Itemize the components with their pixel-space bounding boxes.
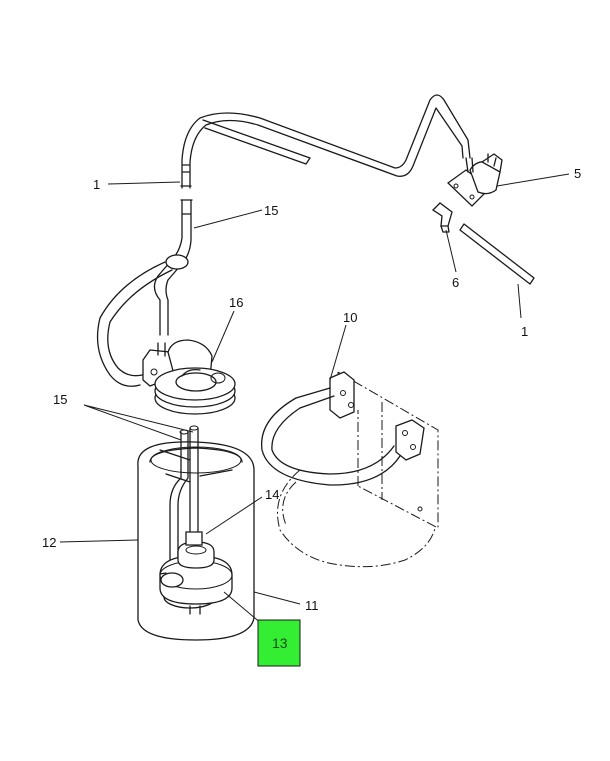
elbow-fitting <box>431 202 453 233</box>
filter-element <box>159 531 233 615</box>
upper-hose <box>180 94 471 189</box>
callout-15-left: 15 <box>53 392 67 407</box>
filter-tubes <box>159 425 233 566</box>
pump-assembly <box>142 339 236 415</box>
callout-10: 10 <box>343 310 357 325</box>
callout-13-highlight[interactable] <box>257 619 301 667</box>
callout-5: 5 <box>574 166 581 181</box>
callout-6: 6 <box>452 275 459 290</box>
lower-hose <box>96 199 193 387</box>
solenoid-valve <box>446 153 503 207</box>
callout-13[interactable]: 13 <box>272 635 288 651</box>
mounting-bracket <box>260 371 439 568</box>
callout-14: 14 <box>265 487 279 502</box>
callout-1-right: 1 <box>521 324 528 339</box>
straight-tube <box>459 223 535 285</box>
callout-15-top: 15 <box>264 203 278 218</box>
reservoir-tank <box>137 441 255 641</box>
callout-16: 16 <box>229 295 243 310</box>
callout-11: 11 <box>305 598 319 613</box>
callout-1-left: 1 <box>93 177 100 192</box>
callout-12: 12 <box>42 535 56 550</box>
leader-lines <box>59 173 570 625</box>
